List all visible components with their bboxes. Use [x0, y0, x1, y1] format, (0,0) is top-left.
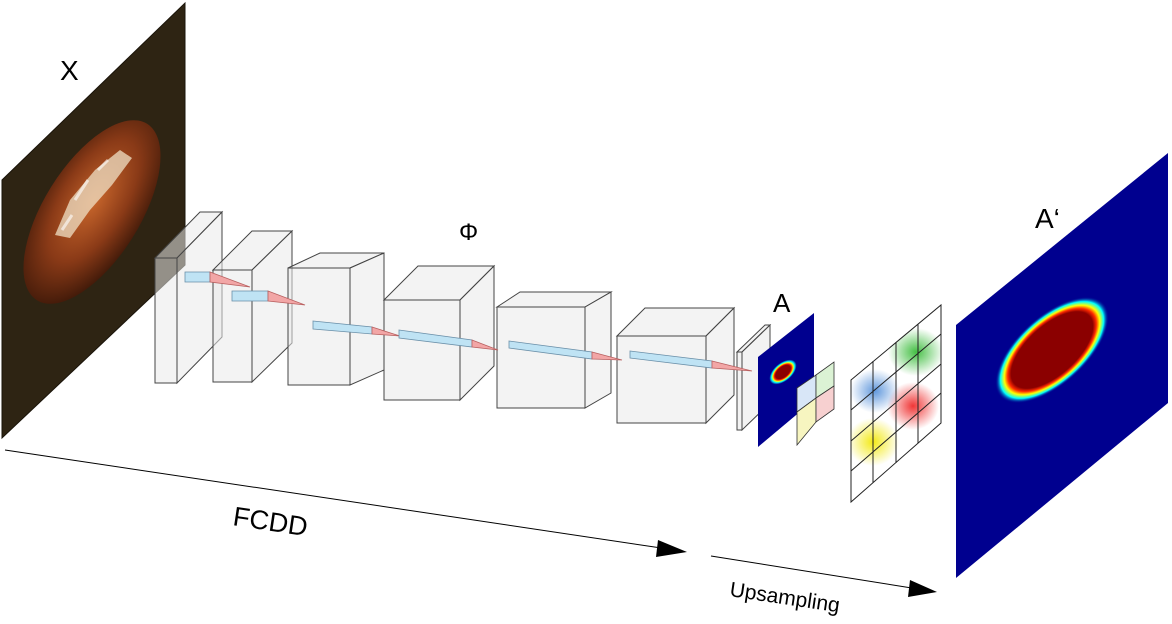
conv-kernels — [184, 271, 753, 372]
heatmap-label: A — [773, 288, 791, 318]
receptive-field-2x2 — [796, 361, 835, 447]
layer-block — [495, 291, 613, 409]
input-image-panel — [1, 1, 186, 440]
layer-block — [382, 264, 496, 402]
heatmap-a — [758, 313, 814, 447]
upsampled-heatmap — [956, 153, 1168, 578]
encoder-layers — [153, 210, 772, 432]
arrow-right-icon — [656, 540, 687, 557]
upsampling-grid — [850, 303, 942, 504]
arrow-right-icon — [908, 580, 937, 597]
input-label: X — [60, 55, 79, 86]
upsampling-arrow — [710, 555, 937, 597]
fcdd-label: FCDD — [231, 501, 310, 542]
layer-block — [211, 229, 294, 384]
layer-block — [287, 252, 385, 386]
network-label: Φ — [459, 219, 478, 246]
fcdd-arrow — [4, 449, 687, 557]
upsampled-label: A‘ — [1035, 203, 1060, 234]
layer-block — [615, 306, 736, 425]
upsampling-label: Upsampling — [728, 578, 841, 617]
